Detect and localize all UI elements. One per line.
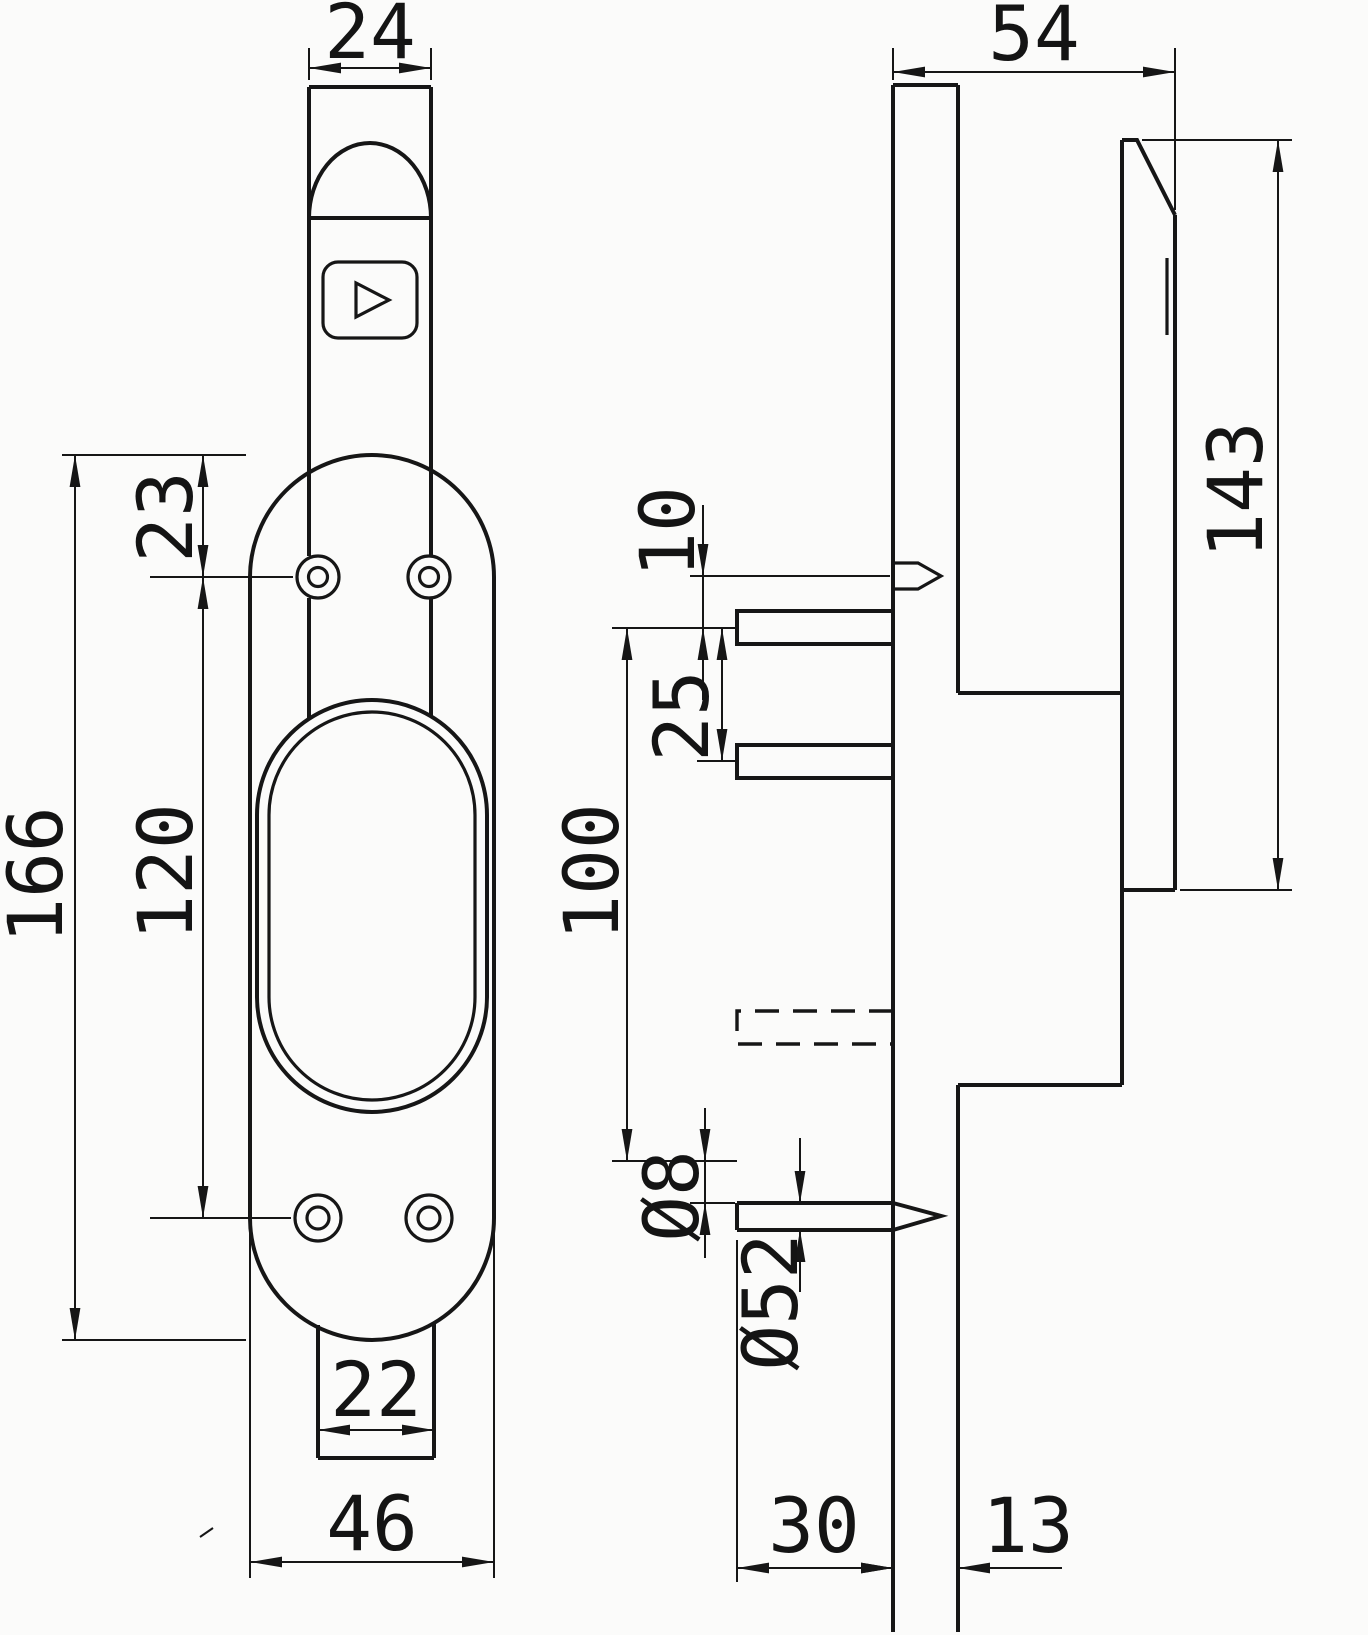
dim-grip-length-label: 143	[1191, 421, 1280, 558]
hidden-pin	[735, 1009, 893, 1046]
dim-plate-width-label: 46	[326, 1479, 418, 1568]
dim-plate-thickness-label: 13	[982, 1481, 1074, 1570]
screw-hole-bottom-right-inner	[416, 1205, 442, 1231]
screw-hole-top-left-outer	[295, 554, 341, 600]
dim-screw-dia-label: Ø52	[726, 1233, 815, 1370]
play-triangle-icon	[354, 280, 393, 320]
mounting-pins	[735, 609, 893, 780]
dimension-lines	[62, 48, 1292, 1582]
side-view	[735, 83, 1177, 1632]
bottom-screw	[735, 1201, 949, 1232]
screw-hole-top-right-inner	[417, 565, 441, 589]
side-grip-outline	[958, 138, 1177, 1087]
screw-hole-bottom-left-inner	[305, 1205, 331, 1231]
grip-outline	[307, 85, 433, 719]
dim-overall-height-label: 166	[0, 806, 80, 943]
dimension-labels: 24 166 23 120 22 46 54 143 10 25 100 Ø8 …	[0, 0, 1280, 1570]
dim-grip-width-label: 24	[324, 0, 416, 76]
side-plate-outline	[891, 83, 960, 1632]
screw-hole-top-left-inner	[306, 565, 330, 589]
dim-pin-protrusion-label: 30	[768, 1481, 860, 1570]
stem-outline	[316, 1323, 436, 1460]
dim-hole-to-pin-label: 10	[623, 486, 712, 578]
boss-oval-outer	[255, 698, 489, 1114]
screw-hole-bottom-right-outer	[404, 1193, 454, 1243]
screw-hole-bottom-left-outer	[293, 1193, 343, 1243]
dim-overall-depth-label: 54	[988, 0, 1080, 78]
dim-pin-span-label: 100	[547, 803, 636, 940]
grip-button	[321, 260, 419, 340]
dim-hole-spacing-label: 120	[121, 803, 210, 940]
boss-oval-inner	[267, 710, 477, 1102]
front-view	[248, 85, 496, 1460]
countersunk-hole-top	[893, 561, 945, 591]
dim-stem-width-label: 22	[330, 1345, 422, 1434]
backplate-outline	[248, 453, 496, 1342]
extension-lines	[62, 48, 1292, 1582]
dim-hole-top-offset-label: 23	[121, 471, 210, 563]
dim-pin-spacing-label: 25	[637, 670, 726, 762]
dim-hole-dia-label: Ø8	[627, 1150, 716, 1242]
screw-hole-top-right-outer	[406, 554, 452, 600]
